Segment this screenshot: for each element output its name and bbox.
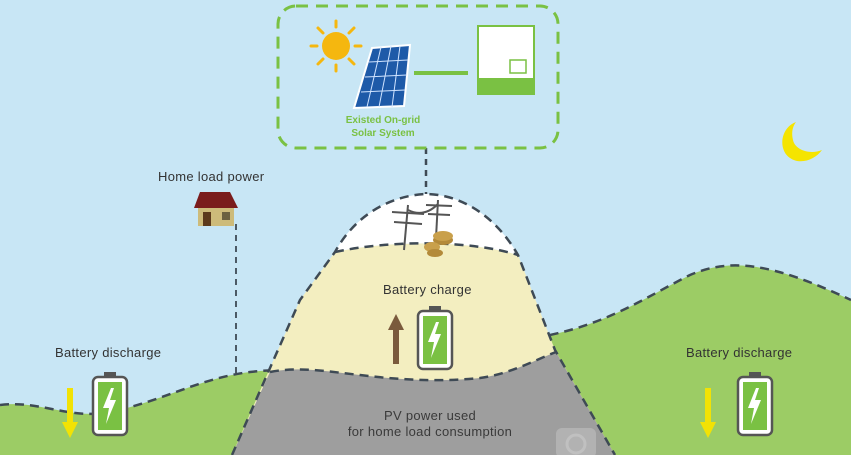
sun-icon bbox=[309, 19, 363, 73]
watermark-icon bbox=[556, 428, 596, 455]
battery-discharge-right-label: Battery discharge bbox=[686, 345, 793, 360]
mountain-base bbox=[232, 352, 615, 455]
pv-power-label-line2: for home load consumption bbox=[347, 424, 513, 439]
solar-system-label: Existed On-grid Solar System bbox=[318, 114, 448, 140]
lightning-icon bbox=[748, 388, 761, 424]
mountain-outline bbox=[230, 192, 617, 455]
battery-charge-label: Battery charge bbox=[383, 282, 472, 297]
battery-discharge-left-label: Battery discharge bbox=[55, 345, 162, 360]
moon-icon bbox=[782, 122, 822, 162]
battery-icon bbox=[416, 306, 454, 371]
charge-arrow bbox=[388, 314, 404, 364]
solar-system-box bbox=[276, 4, 560, 150]
solar-panel-icon bbox=[352, 43, 412, 110]
lightning-icon bbox=[103, 388, 116, 424]
solar-system-label-line1: Existed On-grid bbox=[345, 115, 421, 126]
pv-power-label-line1: PV power used bbox=[383, 408, 477, 423]
inverter-icon bbox=[477, 25, 535, 95]
coins-icon bbox=[424, 231, 453, 257]
battery-icon bbox=[736, 372, 774, 437]
lightning-icon bbox=[428, 322, 441, 358]
home-load-label: Home load power bbox=[158, 169, 265, 184]
power-pole-icon bbox=[391, 199, 453, 251]
solar-system-label-line2: Solar System bbox=[351, 128, 415, 139]
right-hill-outline bbox=[519, 264, 851, 342]
discharge-arrow bbox=[62, 388, 78, 438]
discharge-arrow bbox=[700, 388, 716, 438]
battery-icon bbox=[91, 372, 129, 437]
house-icon bbox=[194, 192, 238, 226]
base-divider bbox=[269, 350, 557, 382]
mountain-cap bbox=[335, 194, 518, 255]
pv-power-label: PV power used for home load consumption bbox=[320, 408, 540, 440]
